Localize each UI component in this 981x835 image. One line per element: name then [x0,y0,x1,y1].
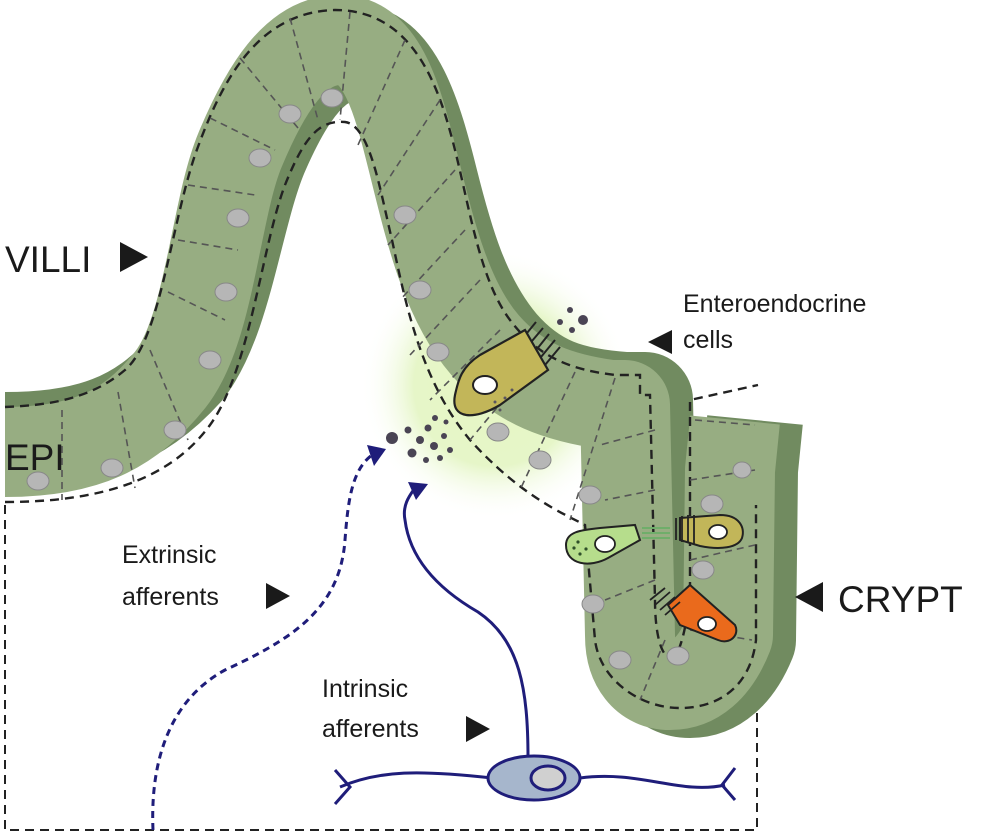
cell-dividers [61,11,756,701]
villi-label: VILLI [5,239,91,280]
epithelium-band [4,0,780,730]
crypt-enteroendocrine-cell-green [564,523,670,565]
epi-label: EPI [5,437,65,478]
extrinsic-label-line2: afferents [122,583,219,611]
enteroendocrine-label-line2: cells [683,326,733,354]
intrinsic-label-line1: Intrinsic [322,675,408,703]
crypt-label: CRYPT [838,579,963,620]
cell-nuclei [26,88,752,670]
triangle-right-icon [120,242,148,272]
intrinsic-afferent-fiber [402,487,530,759]
crypt-enteroendocrine-cell-orange [649,583,738,643]
triangle-left-icon [795,582,823,612]
intrinsic-afferent-terminal [408,482,428,500]
crypt-enteroendocrine-cell-olive [675,513,744,549]
epithelium-apical-contour [4,8,759,660]
extrinsic-afferent-terminal [367,445,386,466]
triangle-left-icon [648,330,672,354]
secreted-granules [386,307,588,463]
triangle-right-icon [466,716,490,742]
intrinsic-label-line2: afferents [322,715,419,743]
epithelium-basal-contour [4,120,758,710]
extrinsic-label-line1: Extrinsic [122,541,216,569]
enteroendocrine-label-line1: Enteroendocrine [683,290,866,318]
enteric-neuron [333,754,737,805]
triangle-right-icon [266,583,290,609]
villus-enteroendocrine-cell [453,321,561,417]
extrinsic-afferent-fiber [151,453,373,831]
